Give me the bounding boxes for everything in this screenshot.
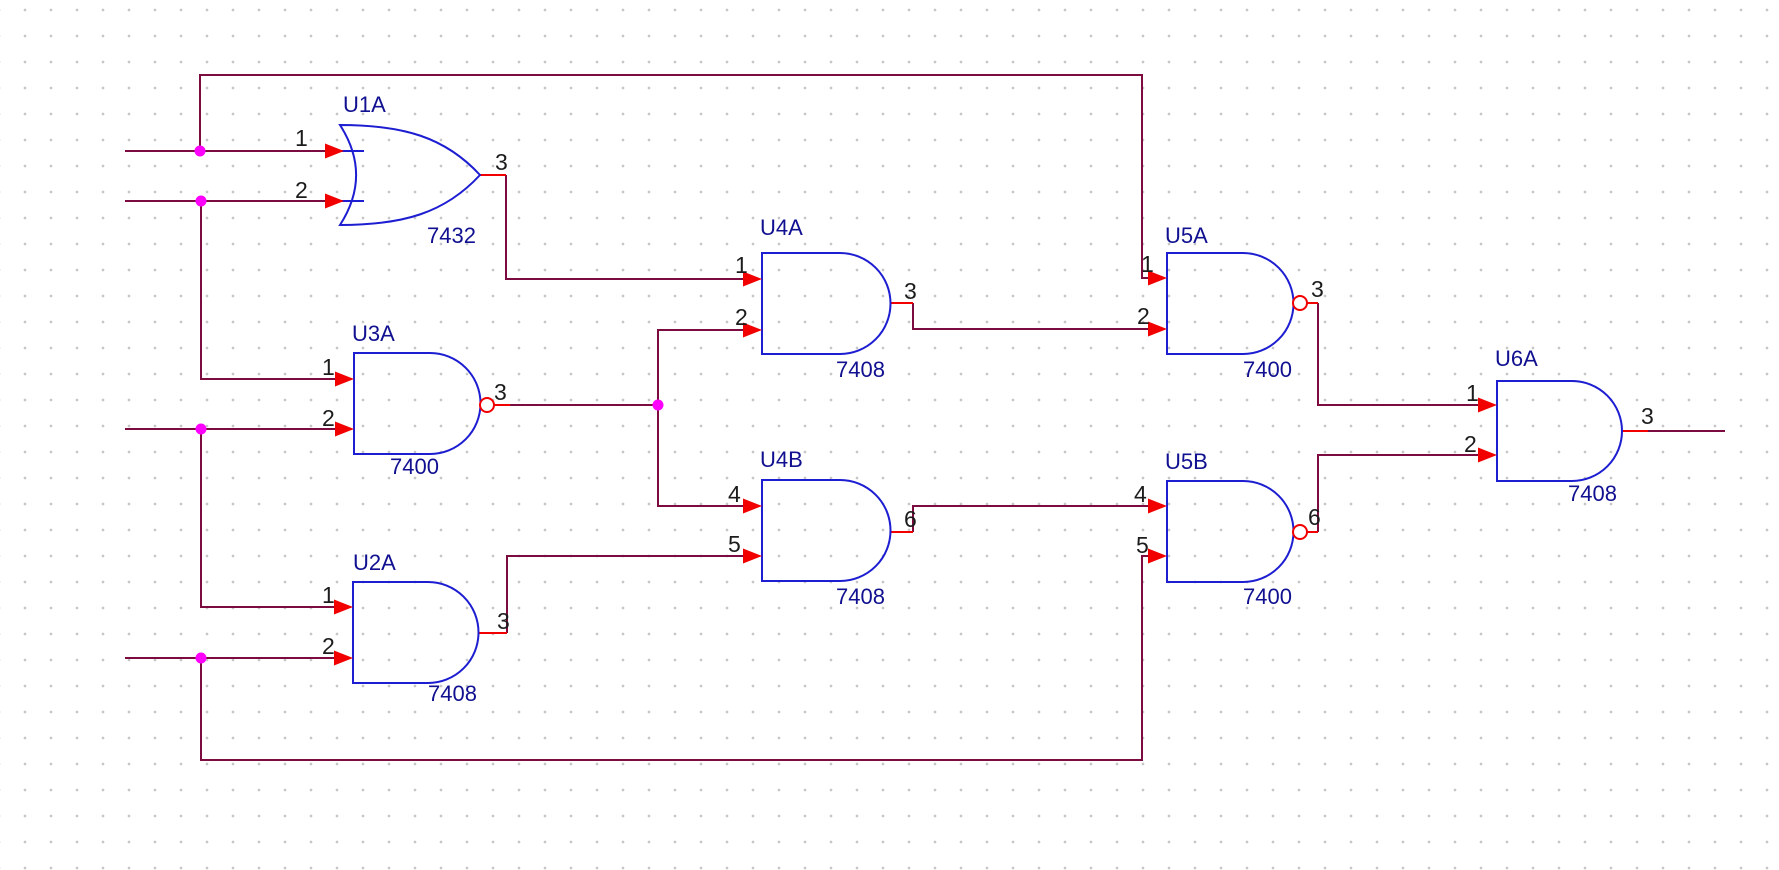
junction-dot-4[interactable] xyxy=(195,652,207,664)
U5B-pin-5-arrow-icon xyxy=(1148,548,1167,564)
U3A-pin-2-number: 2 xyxy=(322,405,335,431)
U1A-pin-2-number: 2 xyxy=(295,177,308,203)
gate-body-U5A[interactable] xyxy=(1166,252,1295,355)
gate-body-U5B[interactable] xyxy=(1166,480,1295,583)
wire-u5a-out-to-u6a-pin1[interactable] xyxy=(1317,303,1479,406)
U2A-pin-1-number: 1 xyxy=(322,582,335,608)
U6A-pin-1-arrow-icon xyxy=(1478,397,1497,413)
U2A-pin-2-number: 2 xyxy=(322,633,335,659)
U5B-pin-5-number: 5 xyxy=(1136,532,1149,558)
U4B-ref-label: U4B xyxy=(760,447,803,472)
wire-junction-to-u4a-pin2[interactable] xyxy=(657,329,744,405)
U4B-pin-5-number: 5 xyxy=(728,531,741,557)
junction-dot-1[interactable] xyxy=(194,145,206,157)
U5B-pin-4-number: 4 xyxy=(1134,481,1147,507)
U5A-pin-1-number: 1 xyxy=(1141,251,1154,277)
junction-dot-2[interactable] xyxy=(195,195,207,207)
wire-u5b-out-to-u6a-pin2[interactable] xyxy=(1317,454,1479,532)
U5B-inversion-bubble-icon xyxy=(1292,524,1308,540)
U6A-pin-1-number: 1 xyxy=(1466,380,1479,406)
U3A-pin-3-number: 3 xyxy=(494,379,507,405)
U6A-part-label: 7408 xyxy=(1568,481,1617,506)
U5A-ref-label: U5A xyxy=(1165,223,1208,248)
U4A-pin-1-number: 1 xyxy=(735,252,748,278)
gate-body-U2A[interactable] xyxy=(352,581,480,684)
U4B-pin-4-arrow-icon xyxy=(743,498,762,514)
U5A-pin-2-number: 2 xyxy=(1137,303,1150,329)
U5B-part-label: 7400 xyxy=(1243,584,1292,609)
gate-body-U4A[interactable] xyxy=(761,252,892,355)
U6A-pin-2-arrow-icon xyxy=(1478,447,1497,463)
U4B-pin-4-number: 4 xyxy=(728,481,741,507)
U5A-pin-1-arrow-icon xyxy=(1148,270,1167,286)
U5B-pin-4-arrow-icon xyxy=(1148,498,1167,514)
U3A-inversion-bubble-icon xyxy=(479,397,495,413)
U5B-pin-6-number: 6 xyxy=(1308,504,1321,530)
U2A-part-label: 7408 xyxy=(428,681,477,706)
gate-body-U4B[interactable] xyxy=(761,479,892,582)
U2A-ref-label: U2A xyxy=(353,550,396,575)
U2A-pin-2-arrow-icon xyxy=(334,650,353,666)
U5A-pin-2-arrow-icon xyxy=(1148,321,1167,337)
U1A-pin-3-number: 3 xyxy=(495,149,508,175)
U4A-pin-2-number: 2 xyxy=(735,304,748,330)
U3A-pin-2-arrow-icon xyxy=(335,421,354,437)
U4A-ref-label: U4A xyxy=(760,215,803,240)
U5A-part-label: 7400 xyxy=(1243,357,1292,382)
junction-dot-3[interactable] xyxy=(195,423,207,435)
wire-u1a-out-to-u4a-pin1[interactable] xyxy=(505,175,744,280)
wire-u4b-out-to-u5b-pin4[interactable] xyxy=(912,505,1150,532)
wire-in3-branch-to-u2a-pin1[interactable] xyxy=(200,429,335,608)
U6A-ref-label: U6A xyxy=(1495,346,1538,371)
U1A-ref-label: U1A xyxy=(343,92,386,117)
gate-body-U3A[interactable] xyxy=(353,352,482,455)
U6A-pin-3-number: 3 xyxy=(1641,403,1654,429)
wire-u2a-out-to-u4b-pin5[interactable] xyxy=(506,555,744,633)
U4A-pin-1-arrow-icon xyxy=(743,271,762,287)
U1A-pin-1-arrow-icon xyxy=(325,143,344,159)
wire-in4-bottom-rail-to-u5b-pin5[interactable] xyxy=(200,555,1150,761)
U5A-pin-3-number: 3 xyxy=(1311,276,1324,302)
U2A-pin-3-number: 3 xyxy=(497,608,510,634)
U5A-inversion-bubble-icon xyxy=(1292,295,1308,311)
U1A-part-label: 7432 xyxy=(427,223,476,248)
wire-in2-branch-to-u3a-pin1[interactable] xyxy=(200,201,336,380)
gate-body-U6A[interactable] xyxy=(1496,380,1623,482)
U3A-part-label: 7400 xyxy=(390,454,439,479)
U1A-pin-1-number: 1 xyxy=(295,125,308,151)
wire-in1-top-rail-to-u5a-pin1[interactable] xyxy=(199,74,1150,279)
U5B-ref-label: U5B xyxy=(1165,449,1208,474)
junction-dot-5[interactable] xyxy=(652,399,664,411)
U6A-pin-2-number: 2 xyxy=(1464,431,1477,457)
U3A-pin-1-arrow-icon xyxy=(335,371,354,387)
U2A-pin-1-arrow-icon xyxy=(334,599,353,615)
wire-u4a-out-to-u5a-pin2[interactable] xyxy=(912,303,1150,330)
wire-junction-to-u4b-pin4[interactable] xyxy=(657,405,744,507)
U4A-part-label: 7408 xyxy=(836,357,885,382)
U3A-ref-label: U3A xyxy=(352,321,395,346)
U4A-pin-2-arrow-icon xyxy=(743,322,762,338)
U3A-pin-1-number: 1 xyxy=(322,354,335,380)
U4A-pin-3-number: 3 xyxy=(904,278,917,304)
U4B-pin-5-arrow-icon xyxy=(743,548,762,564)
U4B-pin-6-number: 6 xyxy=(904,506,917,532)
U1A-pin-2-arrow-icon xyxy=(325,193,344,209)
gate-body-U1A[interactable] xyxy=(338,123,482,227)
U4B-part-label: 7408 xyxy=(836,584,885,609)
